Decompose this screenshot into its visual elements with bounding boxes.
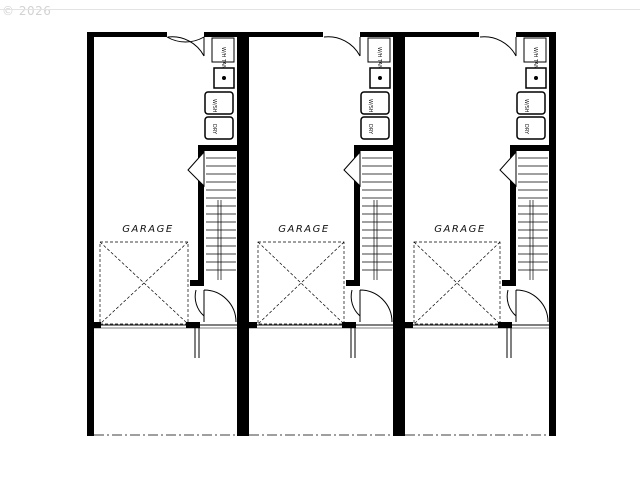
washer-label: W/SH <box>523 99 529 113</box>
garage-room-label: GARAGE <box>122 224 173 235</box>
end-wall <box>549 32 556 436</box>
dryer-icon <box>516 116 546 140</box>
party-wall <box>393 32 405 436</box>
door-swing <box>166 36 205 43</box>
water-heater-icon <box>211 37 235 63</box>
water-heater-label: W/H TANK <box>376 47 382 73</box>
dryer-label: DRY <box>367 124 373 135</box>
header-divider <box>0 9 640 10</box>
dryer-label: DRY <box>523 124 529 135</box>
washer-icon <box>204 91 234 115</box>
top-wall <box>249 32 323 37</box>
stair-treads <box>206 157 236 280</box>
unit-3: W/H TANK W/SH DRY <box>405 32 556 436</box>
water-heater-label: W/H TANK <box>532 47 538 73</box>
top-wall <box>87 32 167 37</box>
copyright-watermark: © 2026 <box>2 4 52 18</box>
dryer-icon <box>360 116 390 140</box>
garage-room-label: GARAGE <box>278 224 329 235</box>
unit-1: W/H TANK W/SH DRY <box>87 32 249 436</box>
water-heater-icon <box>367 37 391 63</box>
party-wall <box>237 32 249 436</box>
dryer-icon <box>204 116 234 140</box>
washer-icon <box>360 91 390 115</box>
unit-2: W/H TANK W/SH DRY <box>249 32 405 436</box>
parking-space <box>413 241 501 325</box>
parking-space <box>257 241 345 325</box>
top-wall <box>405 32 479 37</box>
washer-label: W/SH <box>367 99 373 113</box>
stair-treads <box>362 157 392 280</box>
washer-icon <box>516 91 546 115</box>
water-heater-icon <box>523 37 547 63</box>
washer-label: W/SH <box>211 99 217 113</box>
water-heater-label: W/H TANK <box>220 47 226 73</box>
garage-room-label: GARAGE <box>434 224 485 235</box>
dryer-label: DRY <box>211 124 217 135</box>
stair-treads <box>518 157 548 280</box>
